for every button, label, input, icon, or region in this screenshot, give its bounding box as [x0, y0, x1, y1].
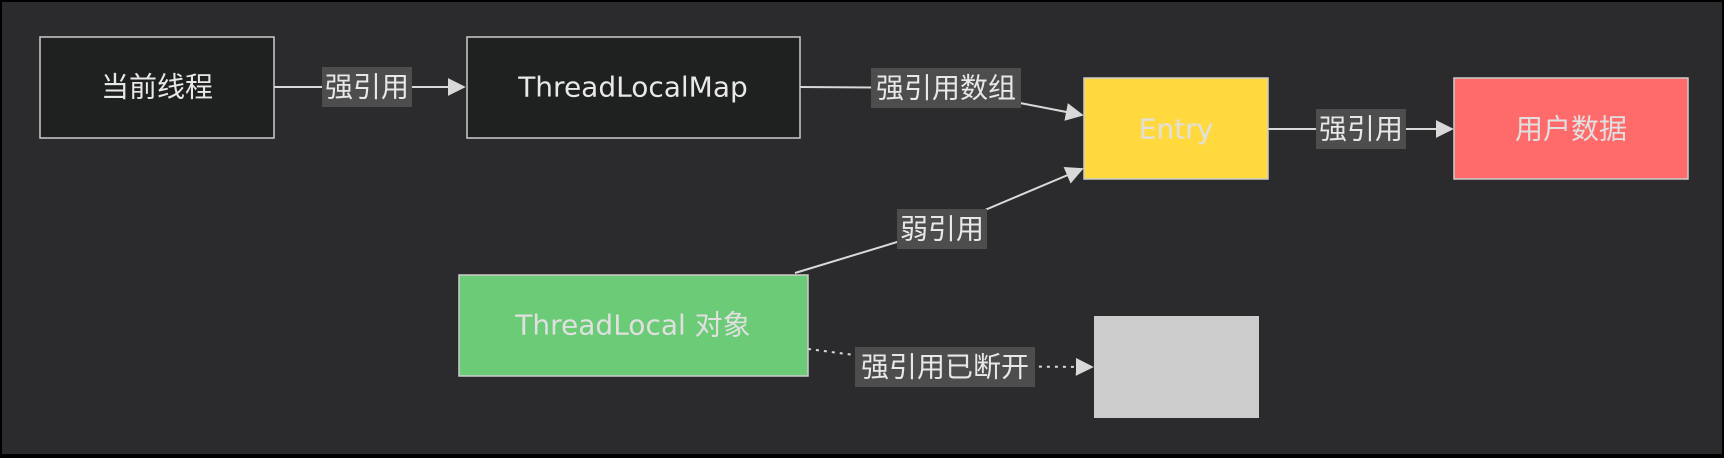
node-blank [1094, 316, 1259, 418]
node-box [1453, 77, 1689, 180]
edge-label-bg [1316, 109, 1406, 149]
edge-label-thread-to-map: 强引用 [325, 71, 409, 104]
edge-entry-to-user-data: 强引用 [1268, 109, 1454, 149]
edge-label-bg [897, 209, 987, 249]
edge-label-bg [871, 68, 1021, 108]
node-thread-local-map: ThreadLocalMap [466, 36, 801, 139]
node-box [39, 36, 275, 139]
node-current-thread: 当前线程 [39, 36, 275, 139]
edge-threadlocal-to-blank: 强引用已断开 [807, 347, 1094, 387]
edge-threadlocal-to-entry: 弱引用 [794, 167, 1084, 274]
node-box [1094, 316, 1259, 418]
node-box [1083, 77, 1269, 180]
edge-label-threadlocal-to-entry: 弱引用 [900, 213, 984, 246]
edge-label-map-to-entry: 强引用数组 [876, 72, 1016, 105]
node-label-current-thread: 当前线程 [101, 71, 213, 104]
node-thread-local-object: ThreadLocal 对象 [458, 274, 809, 377]
node-label-entry: Entry [1139, 113, 1214, 146]
edge-label-bg [322, 67, 412, 107]
node-label-user-data: 用户数据 [1515, 113, 1627, 146]
node-entry: Entry [1083, 77, 1269, 180]
node-user-data: 用户数据 [1453, 77, 1689, 180]
edge-map-to-entry: 强引用数组 [799, 68, 1084, 121]
node-box [466, 36, 801, 139]
node-label-thread-local-map: ThreadLocalMap [517, 71, 748, 104]
edge-label-entry-to-user-data: 强引用 [1319, 113, 1403, 146]
node-label-thread-local-object: ThreadLocal 对象 [514, 309, 750, 342]
node-box [458, 274, 809, 377]
edge-thread-to-map: 强引用 [274, 67, 466, 107]
edge-label-threadlocal-to-blank: 强引用已断开 [861, 351, 1029, 384]
edge-label-bg [855, 347, 1035, 387]
